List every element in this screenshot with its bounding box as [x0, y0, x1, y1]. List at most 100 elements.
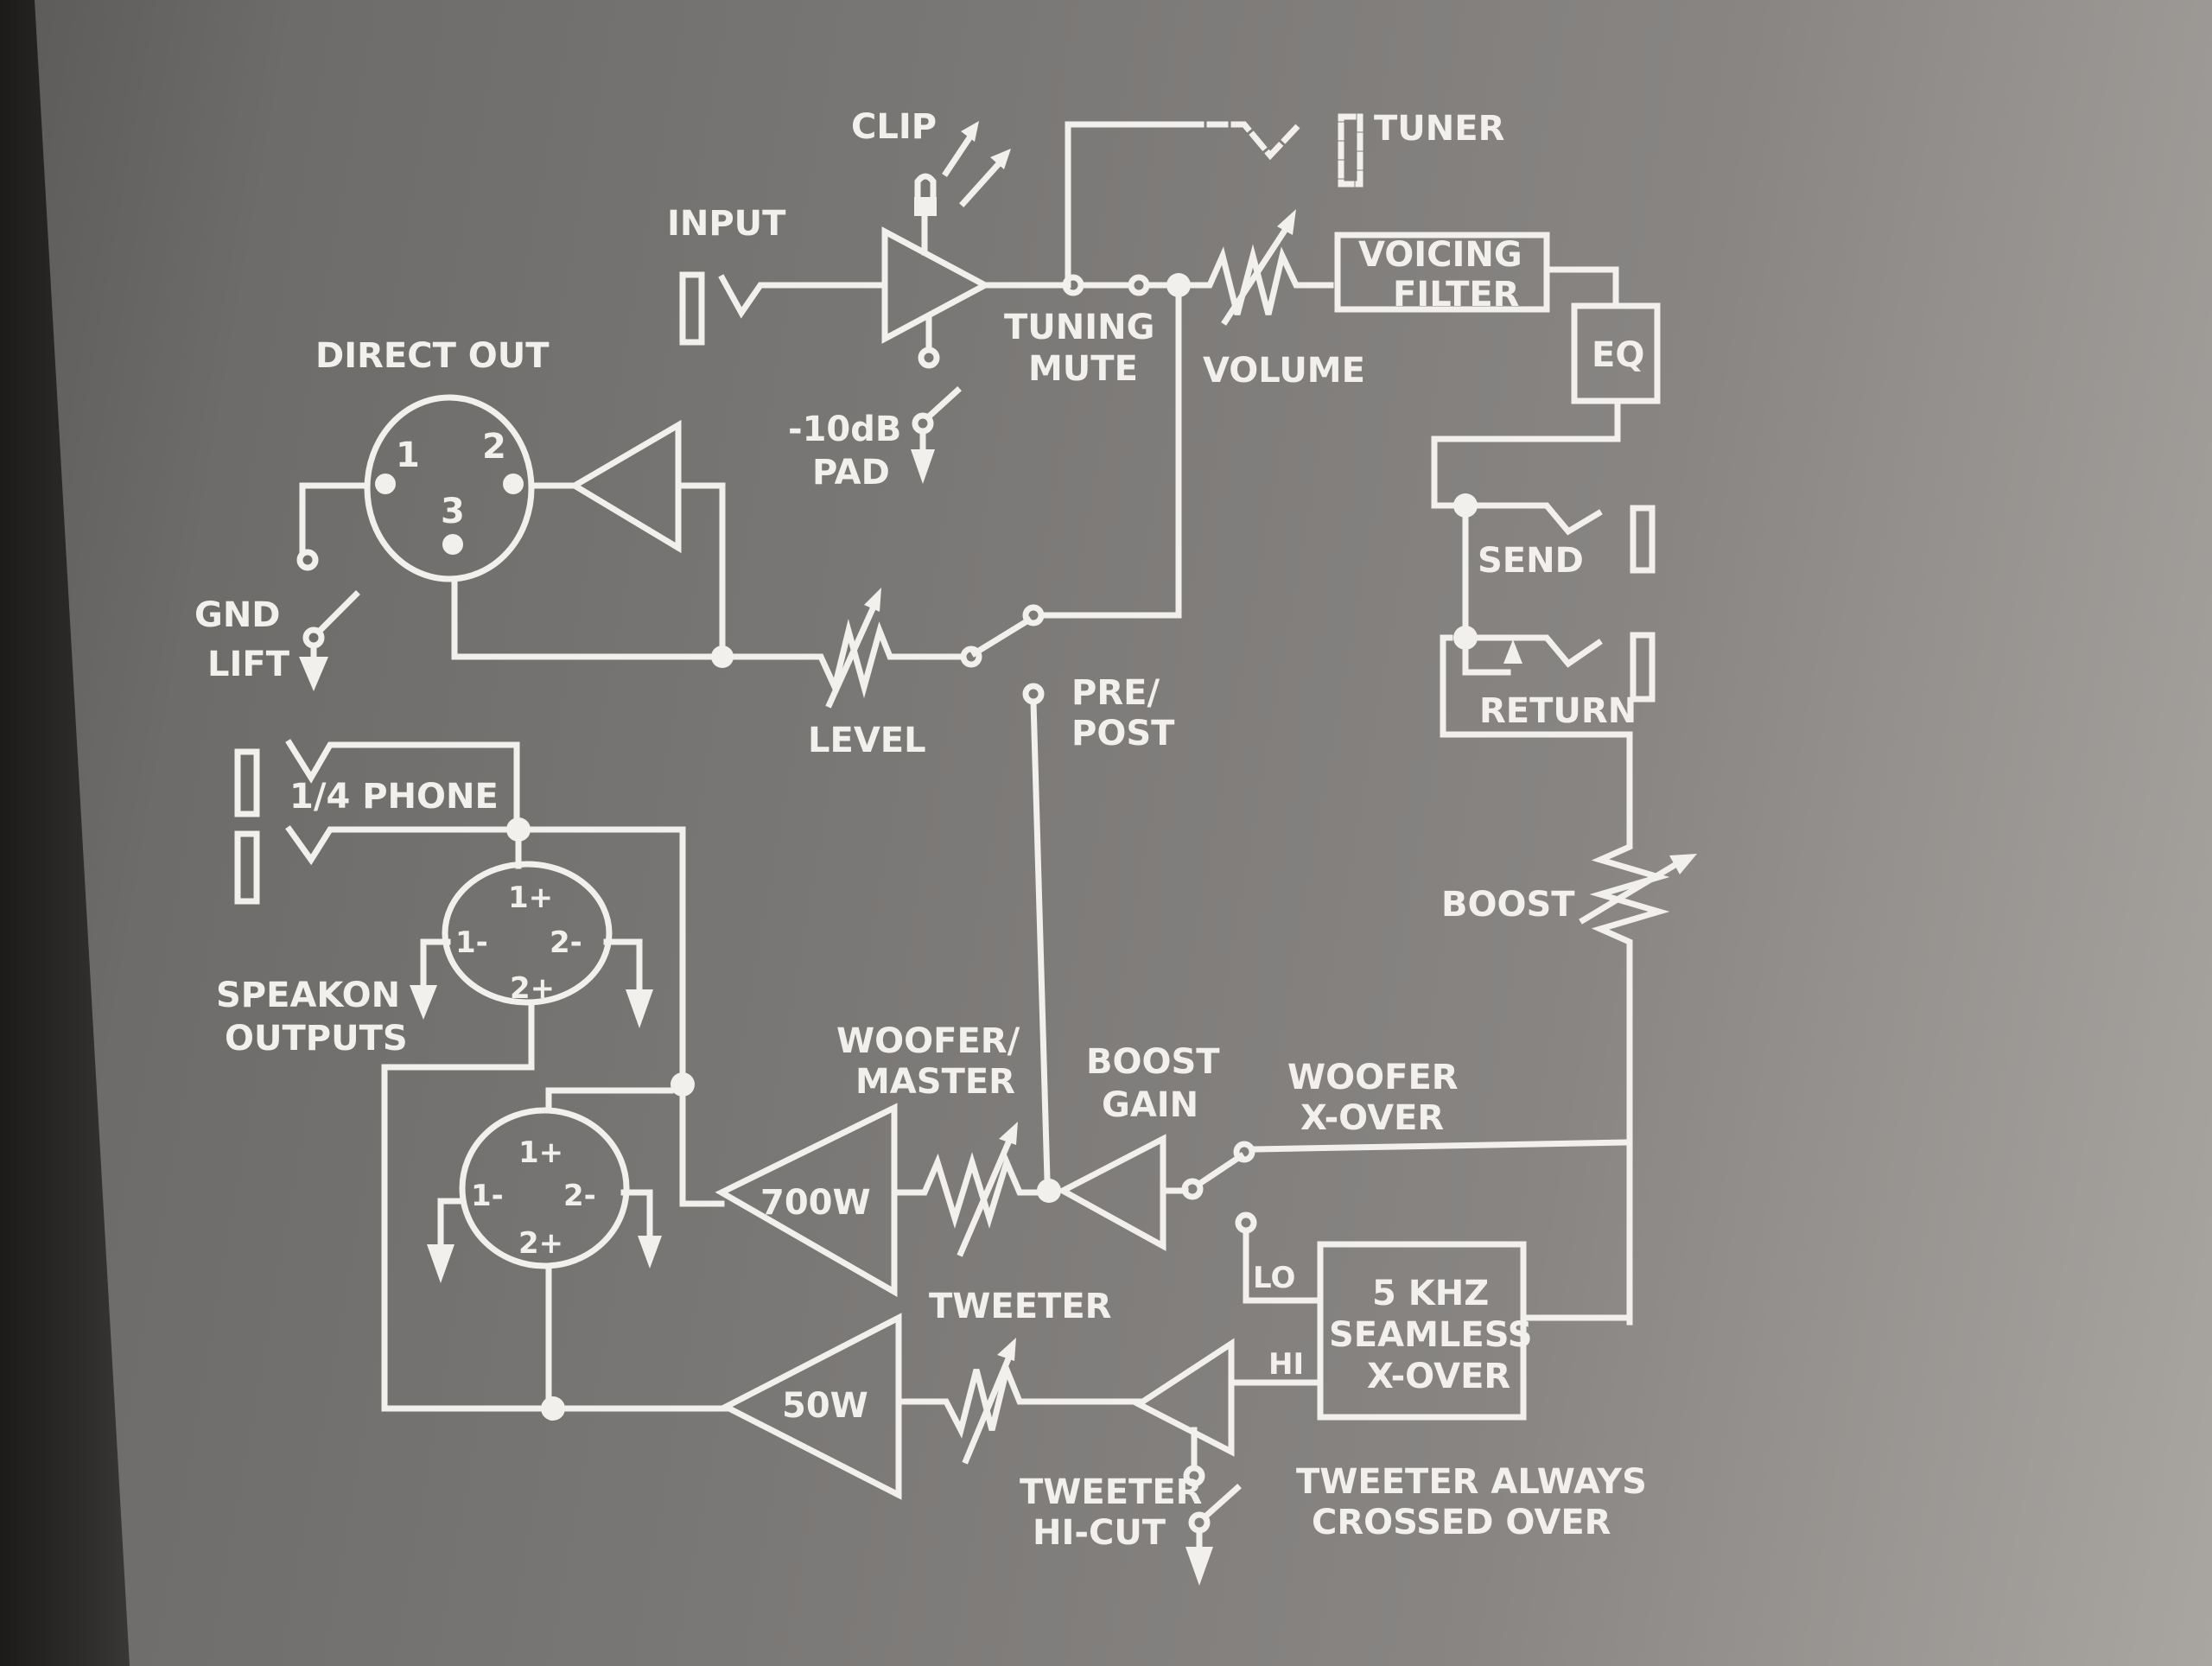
return-arrow-icon [1503, 639, 1522, 664]
volume-label: VOLUME [1203, 351, 1365, 391]
boost-gain-label-1: BOOST [1086, 1042, 1220, 1082]
tuning-label: TUNING [1004, 308, 1154, 347]
input-amplifier-icon [881, 213, 992, 369]
woofer-junction-dot [671, 1072, 695, 1097]
crossover-box [1317, 1241, 1527, 1421]
post-label: POST [1071, 714, 1175, 754]
outputs-label: OUTPUTS [225, 1019, 408, 1059]
tweeter-always-label-1: TWEETER ALWAYS [1296, 1462, 1647, 1502]
tweeter-potentiometer-icon [895, 1338, 1142, 1465]
phone-jack-icon-bottom [234, 830, 260, 905]
woofer-master-label-1: WOOFER/ [836, 1021, 1020, 1061]
pad-label-2: PAD [812, 453, 890, 493]
speakon2-pin-2p: 2+ [518, 1226, 563, 1261]
pre-post-switch-icon [970, 616, 1033, 658]
xlr-connector-icon [364, 394, 535, 582]
return-jack-icon [1630, 632, 1656, 703]
speakon1-ground-arrow-left [410, 985, 437, 1020]
speakon1-ground-arrow-right [626, 989, 653, 1028]
tuner-jack-icon [1338, 113, 1363, 188]
boost-gain-label-2: GAIN [1102, 1085, 1198, 1125]
xlr-pin-2: 2 [482, 427, 506, 467]
xover-label-2: SEAMLESS [1329, 1315, 1533, 1355]
woofer-amp-label: 700W [760, 1183, 871, 1223]
level-potentiometer-icon [719, 588, 966, 709]
speakon2-ground-arrow-right [638, 1236, 662, 1269]
lift-label: LIFT [207, 645, 290, 684]
woofer-xover-label-2: X-OVER [1300, 1098, 1444, 1138]
direct-out-driver-icon [569, 419, 682, 554]
boost-potentiometer-icon [1579, 830, 1697, 958]
input-label: INPUT [667, 204, 786, 244]
speakon-connector-icon-1 [442, 861, 613, 1006]
phone-junction-dot [506, 817, 531, 842]
master-junction-dot [1037, 1179, 1061, 1203]
xover-label-3: X-OVER [1367, 1357, 1510, 1396]
pre-post-pivot [960, 645, 982, 668]
speakon1-pin-1p: 1+ [508, 881, 553, 915]
woofer-amplifier-icon [715, 1103, 898, 1298]
hicut-switch-pivot [1188, 1511, 1211, 1534]
input-jack-icon [679, 271, 885, 346]
tweeter-hicut-amplifier-icon [1133, 1338, 1235, 1457]
boost-gain-amplifier-icon [1056, 1134, 1166, 1251]
hicut-switch-contact [1183, 1465, 1205, 1487]
level-label: LEVEL [808, 721, 926, 760]
hicut-switch-icon [1201, 1484, 1242, 1521]
eq-label: EQ [1592, 335, 1644, 375]
send-junction-dot [1453, 493, 1478, 518]
volume-potentiometer-icon [1187, 209, 1334, 326]
gnd-label: GND [194, 595, 281, 635]
phone-label: 1/4 PHONE [289, 777, 499, 817]
return-label: RETURN [1479, 691, 1637, 731]
speakon1-pin-1m: 1- [455, 925, 488, 960]
woofer-xover-switch-icon [1195, 1152, 1245, 1188]
lo-label: LO [1253, 1261, 1295, 1295]
clip-led-icon [914, 121, 1011, 216]
xlr-pin-1: 1 [396, 436, 420, 475]
boost-label: BOOST [1441, 885, 1575, 925]
speakon1-pin-2m: 2- [550, 925, 582, 960]
direct-out-label: DIRECT OUT [315, 336, 550, 376]
mute-label: MUTE [1028, 349, 1138, 389]
phone-jack-icon-top [234, 748, 260, 817]
pad-label-1: -10dB [788, 410, 901, 449]
tweeter-amp-label: 50W [782, 1386, 868, 1426]
speakon2-pin-2m: 2- [563, 1179, 596, 1213]
voicing-label: VOICING [1358, 235, 1522, 275]
woofer-master-potentiometer-icon [891, 1122, 1051, 1257]
xover-label-1: 5 KHZ [1372, 1274, 1489, 1313]
filter-label: FILTER [1393, 275, 1519, 315]
xover-contact-bypass [1233, 1141, 1255, 1163]
speakon2-ground-arrow-left [427, 1244, 454, 1283]
pre-post-contact-pre [1022, 604, 1045, 626]
speakon-connector-icon-2 [459, 1107, 630, 1269]
junction-dot [1166, 273, 1191, 297]
speakon2-pin-1m: 1- [471, 1179, 504, 1213]
speakon-label: SPEAKON [216, 976, 400, 1015]
tweeter-amplifier-icon [719, 1313, 902, 1500]
clip-label: CLIP [851, 107, 937, 147]
tweeter-junction-dot [541, 1396, 565, 1421]
woofer-master-label-2: MASTER [855, 1062, 1015, 1102]
xover-contact-lo [1235, 1211, 1257, 1234]
hi-label: HI [1268, 1347, 1304, 1382]
tuner-label: TUNER [1374, 109, 1504, 149]
direct-out-junction-dot [711, 645, 734, 668]
pad-switch-icon [911, 386, 962, 484]
pre-label: PRE/ [1071, 673, 1160, 713]
speakon2-pin-1p: 1+ [518, 1135, 563, 1170]
tuning-mute-contact-b [1128, 274, 1150, 296]
hicut-label-2: HI-CUT [1033, 1513, 1166, 1553]
send-jack-icon [1630, 505, 1656, 574]
xlr-pin-3: 3 [441, 492, 465, 531]
hicut-label-1: TWEETER [1020, 1472, 1202, 1512]
hicut-ground-arrow [1185, 1547, 1213, 1586]
send-label: SEND [1478, 541, 1584, 581]
gnd-lift-switch-icon [296, 549, 360, 691]
xover-switch-pivot [1181, 1178, 1204, 1200]
tweeter-label: TWEETER [929, 1287, 1111, 1326]
return-junction-dot [1453, 626, 1478, 650]
